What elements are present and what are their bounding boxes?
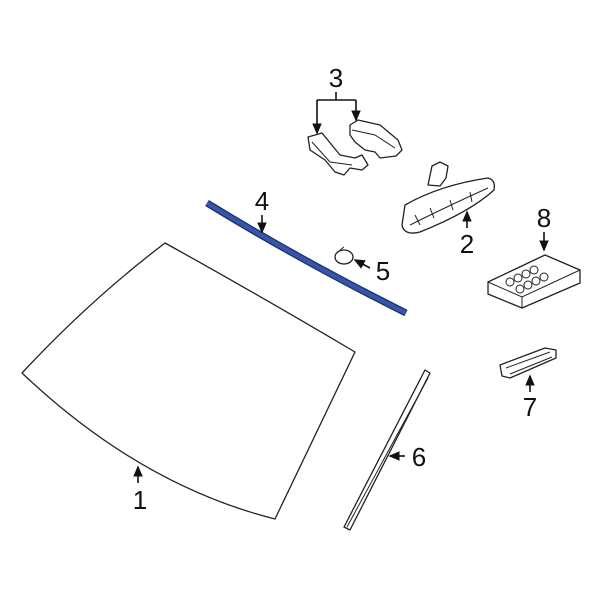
callout-7: 7	[522, 392, 538, 422]
callout-6: 6	[411, 442, 427, 472]
upper-molding-part[interactable]	[205, 200, 408, 317]
side-molding-part[interactable]	[343, 369, 431, 531]
callout-5-arrow	[353, 259, 371, 269]
callout-2: 2	[459, 229, 475, 259]
bracket-part[interactable]	[499, 347, 557, 379]
callout-1: 1	[132, 485, 148, 515]
callout-8: 8	[536, 203, 552, 233]
callout-4: 4	[254, 186, 270, 216]
callout-5: 5	[375, 256, 391, 286]
callout-3: 3	[328, 63, 344, 93]
clip-part[interactable]	[334, 246, 354, 265]
rear-view-mirror-part[interactable]	[401, 161, 496, 234]
sensor-module-part[interactable]	[487, 254, 581, 309]
windshield-part[interactable]	[21, 242, 356, 520]
mirror-covers-part[interactable]	[307, 119, 403, 176]
